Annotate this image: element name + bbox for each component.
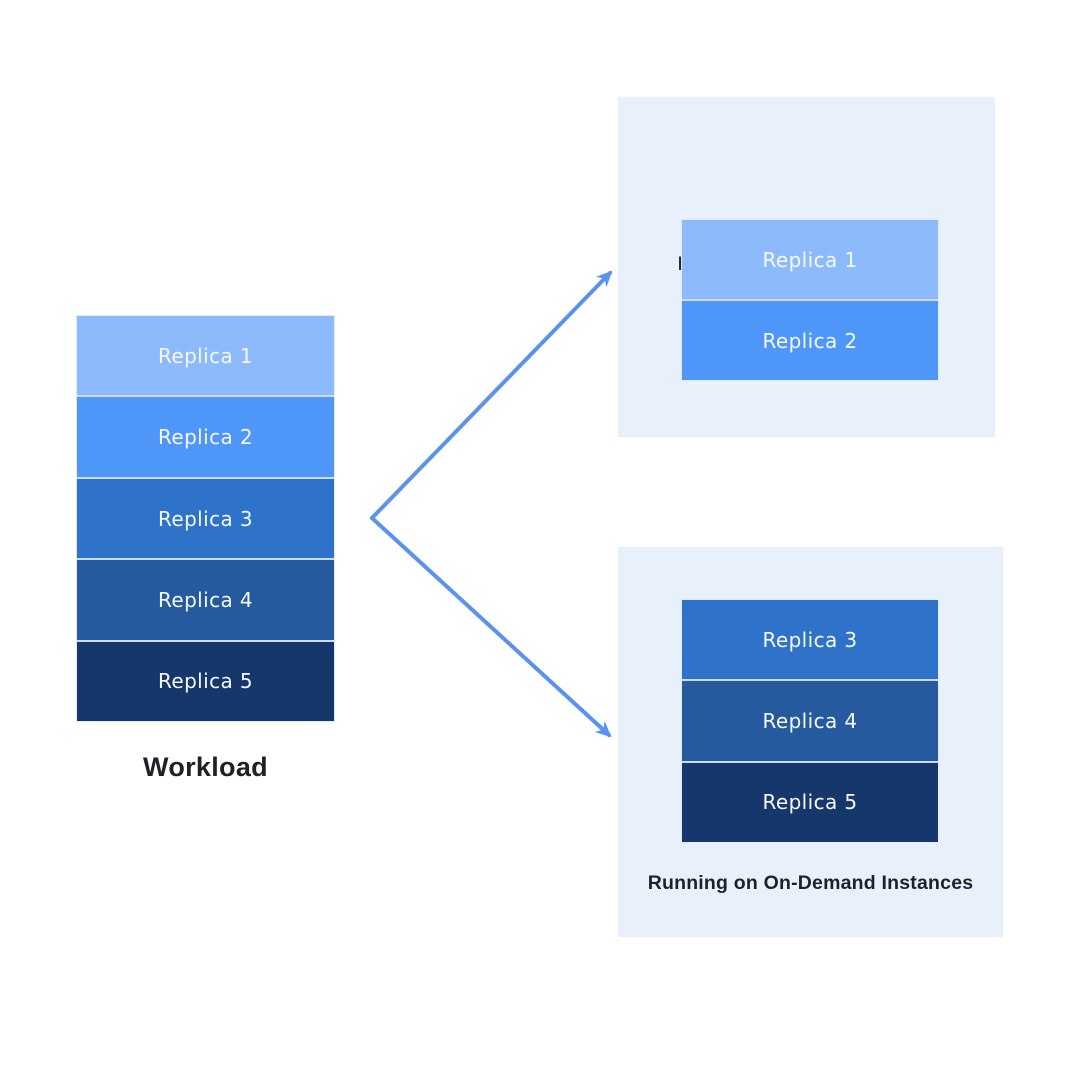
workload-replica-5: Replica 5	[77, 639, 334, 722]
arrow-to-ondemand-instances	[370, 516, 612, 738]
workload-replica-4: Replica 4	[77, 558, 334, 640]
spot-replica-2: Replica 2	[682, 299, 938, 380]
ondemand-replica-5: Replica 5	[682, 760, 938, 842]
spot-replica-1: Replica 1	[682, 220, 938, 299]
workload-replica-3: Replica 3	[77, 476, 334, 559]
ondemand-panel-title: Running on On-Demand Instances	[647, 872, 974, 894]
spot-replica-stack: Replica 1 Replica 2	[681, 219, 939, 381]
ondemand-replica-4: Replica 4	[682, 679, 938, 761]
ondemand-replica-stack: Replica 3 Replica 4 Replica 5	[681, 599, 939, 843]
ondemand-instances-panel: Replica 3 Replica 4 Replica 5 Running on…	[618, 547, 1003, 937]
workload-replica-2: Replica 2	[77, 395, 334, 477]
ondemand-replica-3: Replica 3	[682, 600, 938, 680]
workload-stack: Replica 1 Replica 2 Replica 3 Replica 4 …	[76, 315, 335, 722]
workload-replica-1: Replica 1	[77, 316, 334, 396]
spot-instances-panel: Running on Spot Instances Replica 1 Repl…	[618, 97, 995, 437]
arrow-to-spot-instances	[370, 270, 613, 520]
workload-label: Workload	[143, 752, 268, 782]
